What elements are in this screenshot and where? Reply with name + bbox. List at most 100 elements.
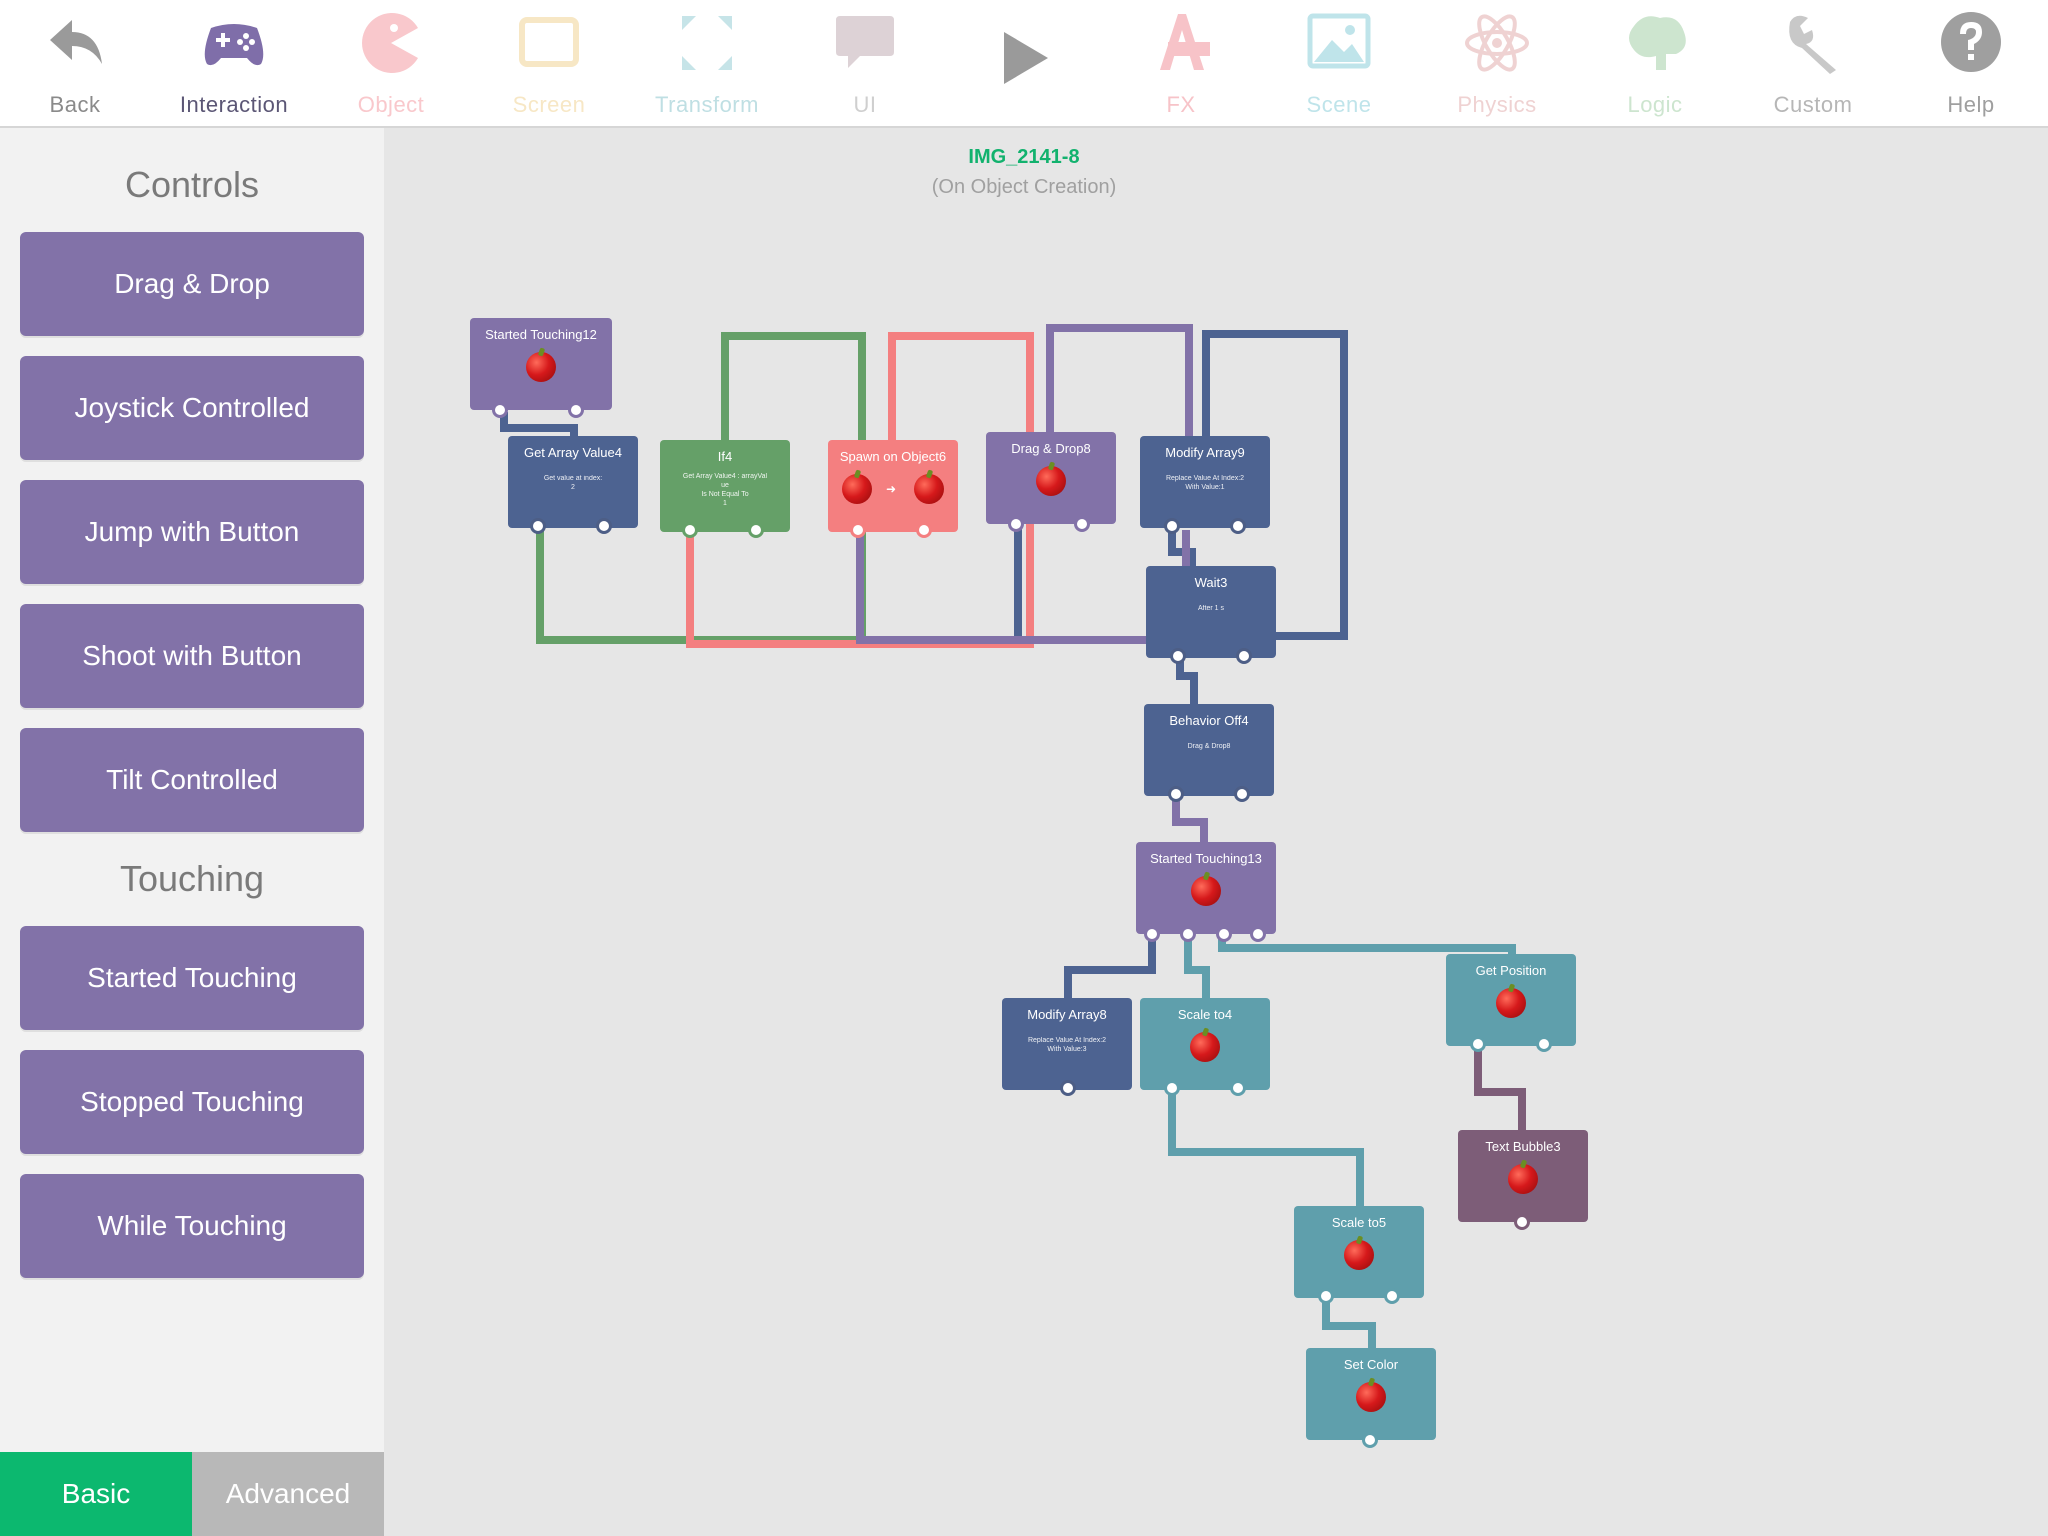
clock-port-icon[interactable] (1362, 1432, 1378, 1448)
gamepad-icon (204, 24, 264, 66)
clock-port-icon[interactable] (1164, 1080, 1180, 1096)
output-port[interactable] (850, 522, 866, 538)
tab-physics[interactable]: Physics (1422, 0, 1572, 126)
node-title: Get Array Value4 (523, 445, 623, 460)
output-port[interactable] (1234, 786, 1250, 802)
interaction-label: Interaction (179, 92, 289, 117)
apple-thumbnail-icon (1191, 876, 1221, 906)
node-started-touching13[interactable]: Started Touching13 (1136, 842, 1276, 942)
tab-object[interactable]: Object (316, 0, 466, 126)
output-port[interactable] (1384, 1288, 1400, 1304)
apple-thumbnail-icon (842, 474, 872, 504)
clock-port-icon[interactable] (1318, 1288, 1334, 1304)
while-touching-button[interactable]: While Touching (20, 1174, 364, 1278)
output-port[interactable] (1236, 648, 1252, 664)
node-get-array-value4[interactable]: Get Array Value4 Get value at index: 2 (508, 436, 638, 534)
tab-scene[interactable]: Scene (1264, 0, 1414, 126)
node-modify-array9[interactable]: Modify Array9 Replace Value At Index:2 W… (1140, 436, 1270, 534)
tab-ui[interactable]: UI (790, 0, 940, 126)
toolbar: Back Interaction Object Screen Transform… (0, 0, 2048, 128)
output-port[interactable] (1250, 926, 1266, 942)
apple-thumbnail-icon (1036, 466, 1066, 496)
output-port[interactable] (596, 518, 612, 534)
stopped-touching-button[interactable]: Stopped Touching (20, 1050, 364, 1154)
node-spawn-on-object6[interactable]: Spawn on Object6 ➜ (828, 440, 958, 538)
transform-label: Transform (655, 92, 759, 117)
play-button[interactable] (948, 0, 1098, 126)
output-port[interactable] (1060, 1080, 1076, 1096)
joystick-controlled-button[interactable]: Joystick Controlled (20, 356, 364, 460)
node-title: Wait3 (1194, 575, 1228, 590)
output-port[interactable] (1230, 1080, 1246, 1096)
pacman-icon (362, 13, 418, 74)
output-port[interactable] (1180, 926, 1196, 942)
output-port[interactable] (1164, 518, 1180, 534)
back-label: Back (49, 92, 101, 117)
help-button[interactable]: Help (1896, 0, 2046, 126)
back-button[interactable]: Back (0, 0, 150, 126)
screen-icon (519, 17, 579, 67)
tab-fx[interactable]: FX (1106, 0, 1256, 126)
output-port[interactable] (1470, 1036, 1486, 1052)
node-modify-array8[interactable]: Modify Array8 Replace Value At Index:2 W… (1002, 998, 1132, 1096)
expand-arrows-icon (682, 16, 732, 70)
drag-port-icon[interactable] (1008, 516, 1024, 532)
output-port[interactable] (916, 522, 932, 538)
lightning-port-icon[interactable] (492, 402, 508, 418)
node-title: Behavior Off4 (1169, 713, 1249, 728)
started-touching-button[interactable]: Started Touching (20, 926, 364, 1030)
back-arrow-icon (50, 20, 102, 64)
node-scale-to4[interactable]: Scale to4 (1140, 998, 1270, 1096)
tilt-controlled-button[interactable]: Tilt Controlled (20, 728, 364, 832)
apple-thumbnail-icon (1356, 1382, 1386, 1412)
apple-thumbnail-icon (914, 474, 944, 504)
node-drag-drop8[interactable]: Drag & Drop8 (986, 432, 1116, 532)
clock-port-icon[interactable] (1170, 648, 1186, 664)
screen-label: Screen (512, 92, 586, 117)
tab-screen[interactable]: Screen (474, 0, 624, 126)
node-set-color[interactable]: Set Color (1306, 1348, 1436, 1448)
output-port[interactable] (568, 402, 584, 418)
true-port[interactable] (682, 522, 698, 538)
event-subtitle: (On Object Creation) (931, 176, 1117, 198)
drag-drop-button[interactable]: Drag & Drop (20, 232, 364, 336)
node-scale-to5[interactable]: Scale to5 (1294, 1206, 1424, 1304)
node-started-touching12[interactable]: Started Touching12 (470, 318, 612, 418)
node-text-bubble3[interactable]: Text Bubble3 (1458, 1130, 1588, 1230)
wrench-icon (1789, 15, 1836, 74)
touching-heading: Touching (119, 858, 265, 899)
output-port[interactable] (1230, 518, 1246, 534)
node-subtitle: Replace Value At Index:2 With Value:3 (1027, 1037, 1107, 1053)
false-port[interactable] (748, 522, 764, 538)
sidebar: Controls Drag & Drop Joystick Controlled… (0, 128, 384, 1536)
shoot-with-button-button[interactable]: Shoot with Button (20, 604, 364, 708)
tab-logic[interactable]: Logic (1580, 0, 1730, 126)
output-port[interactable] (1536, 1036, 1552, 1052)
output-port[interactable] (530, 518, 546, 534)
apple-thumbnail-icon (1496, 988, 1526, 1018)
tab-advanced[interactable]: Advanced (192, 1452, 384, 1536)
jump-with-button-button[interactable]: Jump with Button (20, 480, 364, 584)
output-port[interactable] (1074, 516, 1090, 532)
object-label: Object (357, 92, 425, 117)
atom-icon (1465, 14, 1529, 72)
tab-transform[interactable]: Transform (632, 0, 782, 126)
play-icon (1004, 32, 1048, 84)
output-port[interactable] (1216, 926, 1232, 942)
clock-port-icon[interactable] (1514, 1214, 1530, 1230)
help-label: Help (1947, 92, 1995, 117)
node-title: Drag & Drop8 (1011, 441, 1091, 456)
node-if4[interactable]: If4 Get Array Value4 : arrayVal ue Is No… (660, 440, 790, 538)
node-get-position[interactable]: Get Position (1446, 954, 1576, 1052)
output-port[interactable] (1168, 786, 1184, 802)
tab-custom[interactable]: Custom (1738, 0, 1888, 126)
tab-interaction[interactable]: Interaction (159, 0, 309, 126)
lightning-port-icon[interactable] (1144, 926, 1160, 942)
apple-thumbnail-icon (1190, 1032, 1220, 1062)
fx-icon (1160, 14, 1210, 70)
node-wait3[interactable]: Wait3 After 1 s (1146, 566, 1276, 664)
fx-label: FX (1166, 92, 1196, 117)
node-behavior-off4[interactable]: Behavior Off4 Drag & Drop8 (1144, 704, 1274, 802)
tab-basic[interactable]: Basic (0, 1452, 192, 1536)
